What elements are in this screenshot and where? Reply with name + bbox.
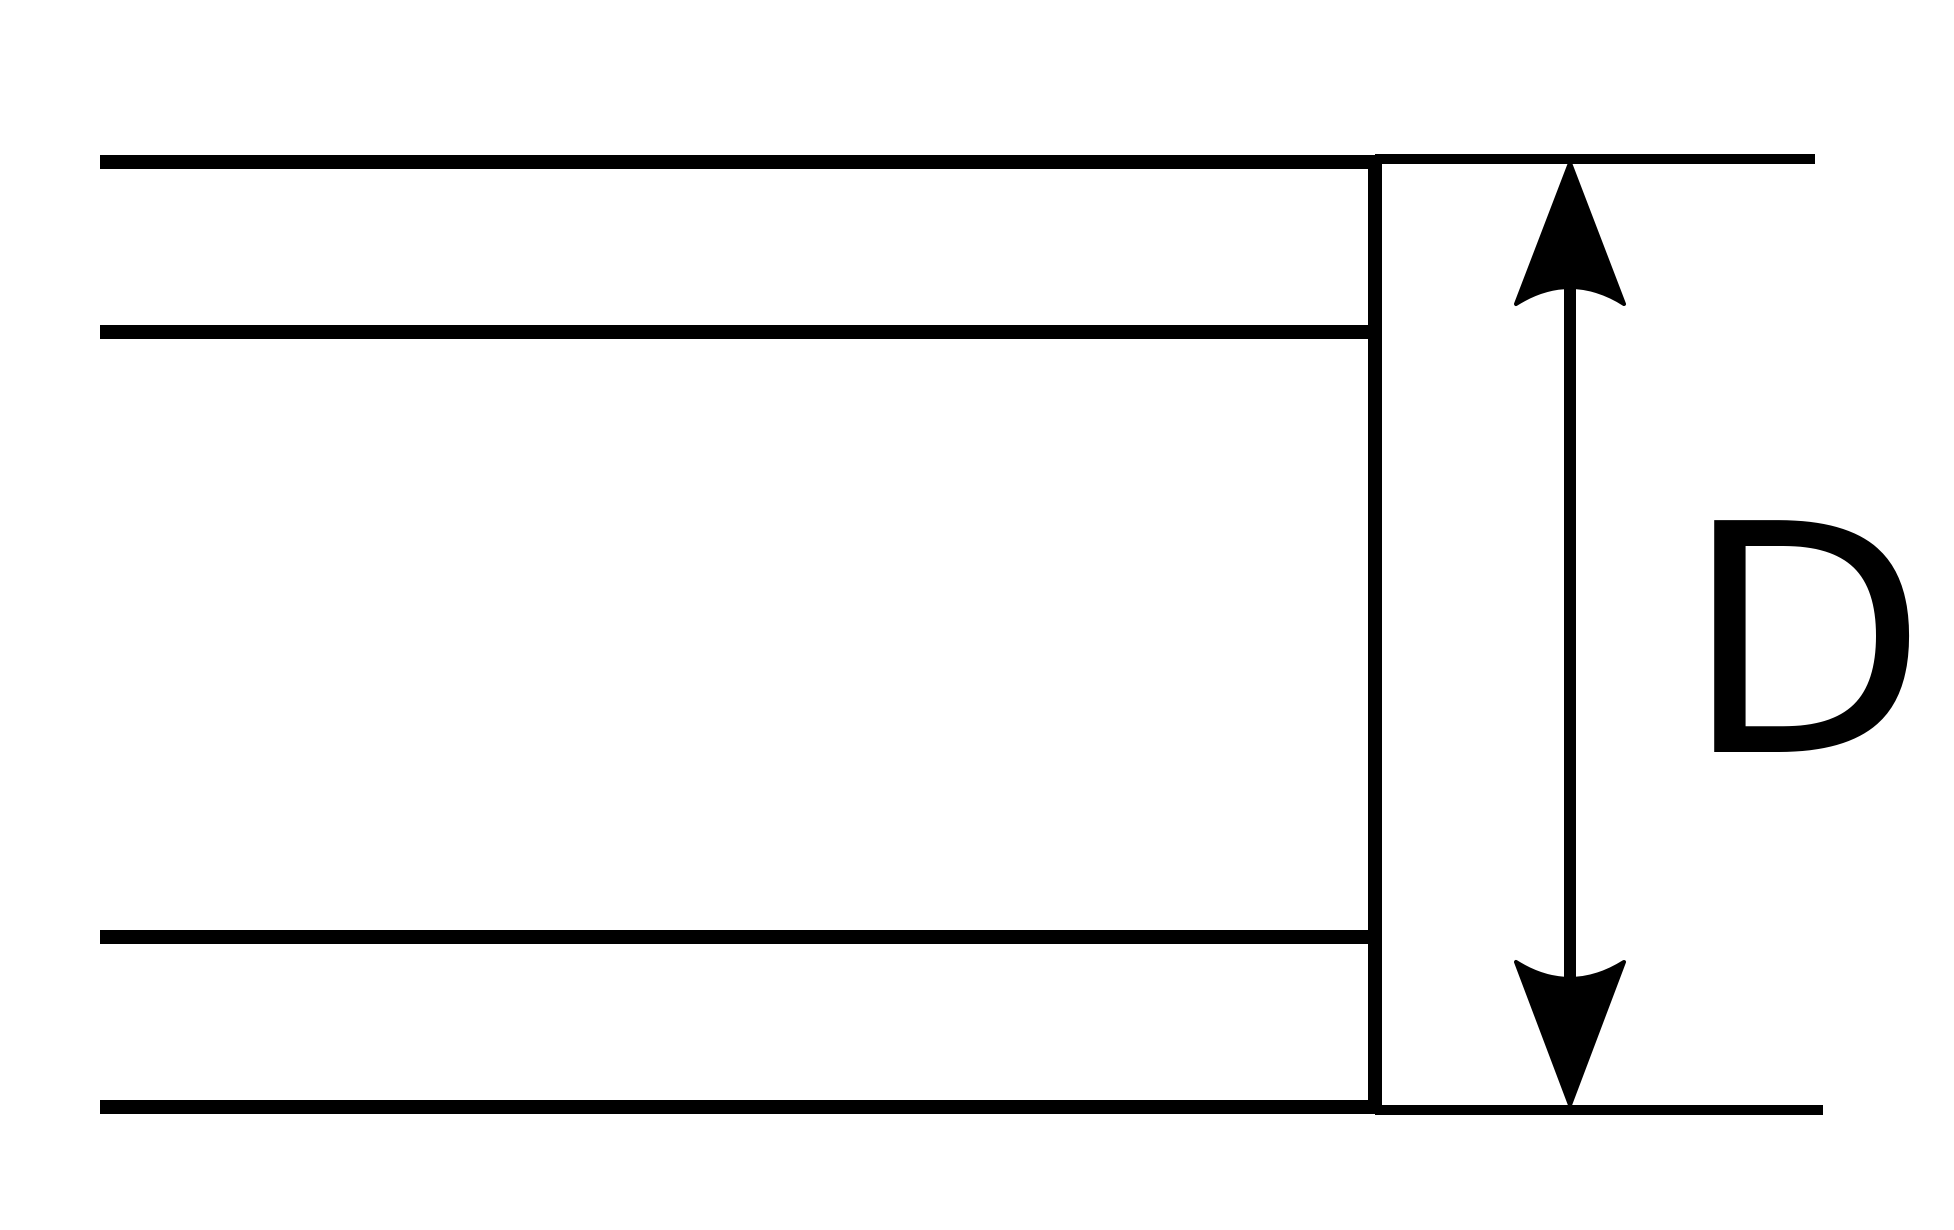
dimension-arrow	[1514, 161, 1626, 1107]
dimension-label-d: D	[1683, 457, 1928, 827]
arrowhead-top	[1514, 161, 1626, 306]
arrowhead-bottom	[1514, 960, 1626, 1107]
pipe-outline	[100, 155, 1382, 1114]
extension-lines	[1375, 154, 1823, 1115]
